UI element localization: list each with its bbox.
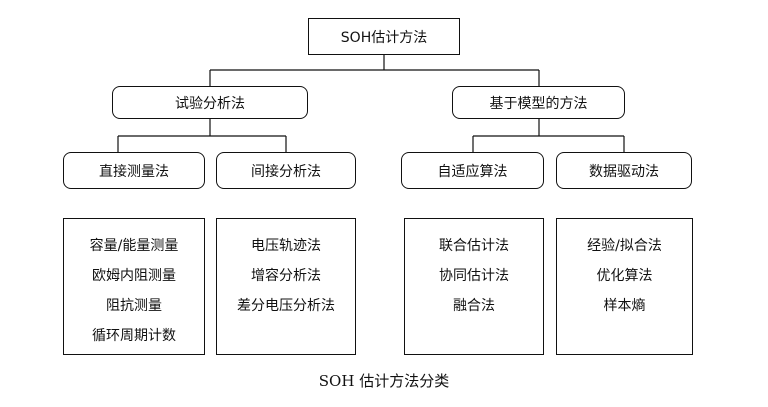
leaf-item: 增容分析法: [251, 268, 321, 284]
root-node-label: SOH估计方法: [340, 29, 428, 46]
leaf-item: 欧姆内阻测量: [92, 268, 176, 284]
method-node-label: 直接测量法: [99, 163, 169, 180]
method-node-adaptive-algorithm: 自适应算法: [401, 152, 544, 189]
leaf-item: 阻抗测量: [106, 298, 162, 314]
branch-node-model-based: 基于模型的方法: [452, 86, 625, 119]
figure-caption: SOH 估计方法分类: [318, 372, 450, 390]
leaf-item: 循环周期计数: [92, 328, 176, 344]
method-node-data-driven: 数据驱动法: [556, 152, 692, 189]
leaf-item: 样本熵: [603, 298, 646, 314]
leaf-item: 经验/拟合法: [587, 238, 662, 254]
leaf-list-indirect-analysis: 电压轨迹法 增容分析法 差分电压分析法: [216, 218, 356, 355]
leaf-list-direct-measurement: 容量/能量测量 欧姆内阻测量 阻抗测量 循环周期计数: [63, 218, 205, 355]
method-node-label: 数据驱动法: [589, 163, 659, 180]
method-node-direct-measurement: 直接测量法: [63, 152, 205, 189]
leaf-item: 优化算法: [596, 268, 653, 284]
leaf-list-data-driven: 经验/拟合法 优化算法 样本熵: [556, 218, 693, 355]
leaf-item: 联合估计法: [439, 238, 509, 254]
branch-node-label: 基于模型的方法: [489, 95, 588, 112]
leaf-item: 电压轨迹法: [251, 238, 321, 254]
method-node-label: 间接分析法: [251, 163, 321, 180]
leaf-item: 融合法: [453, 298, 495, 314]
leaf-list-adaptive-algorithm: 联合估计法 协同估计法 融合法: [404, 218, 544, 355]
branch-node-label: 试验分析法: [175, 95, 245, 112]
branch-node-experimental-analysis: 试验分析法: [112, 86, 308, 119]
leaf-item: 差分电压分析法: [237, 298, 335, 314]
leaf-item: 容量/能量测量: [89, 238, 179, 254]
method-node-indirect-analysis: 间接分析法: [216, 152, 356, 189]
method-node-label: 自适应算法: [437, 163, 508, 180]
root-node: SOH估计方法: [308, 18, 460, 55]
leaf-item: 协同估计法: [439, 268, 509, 284]
